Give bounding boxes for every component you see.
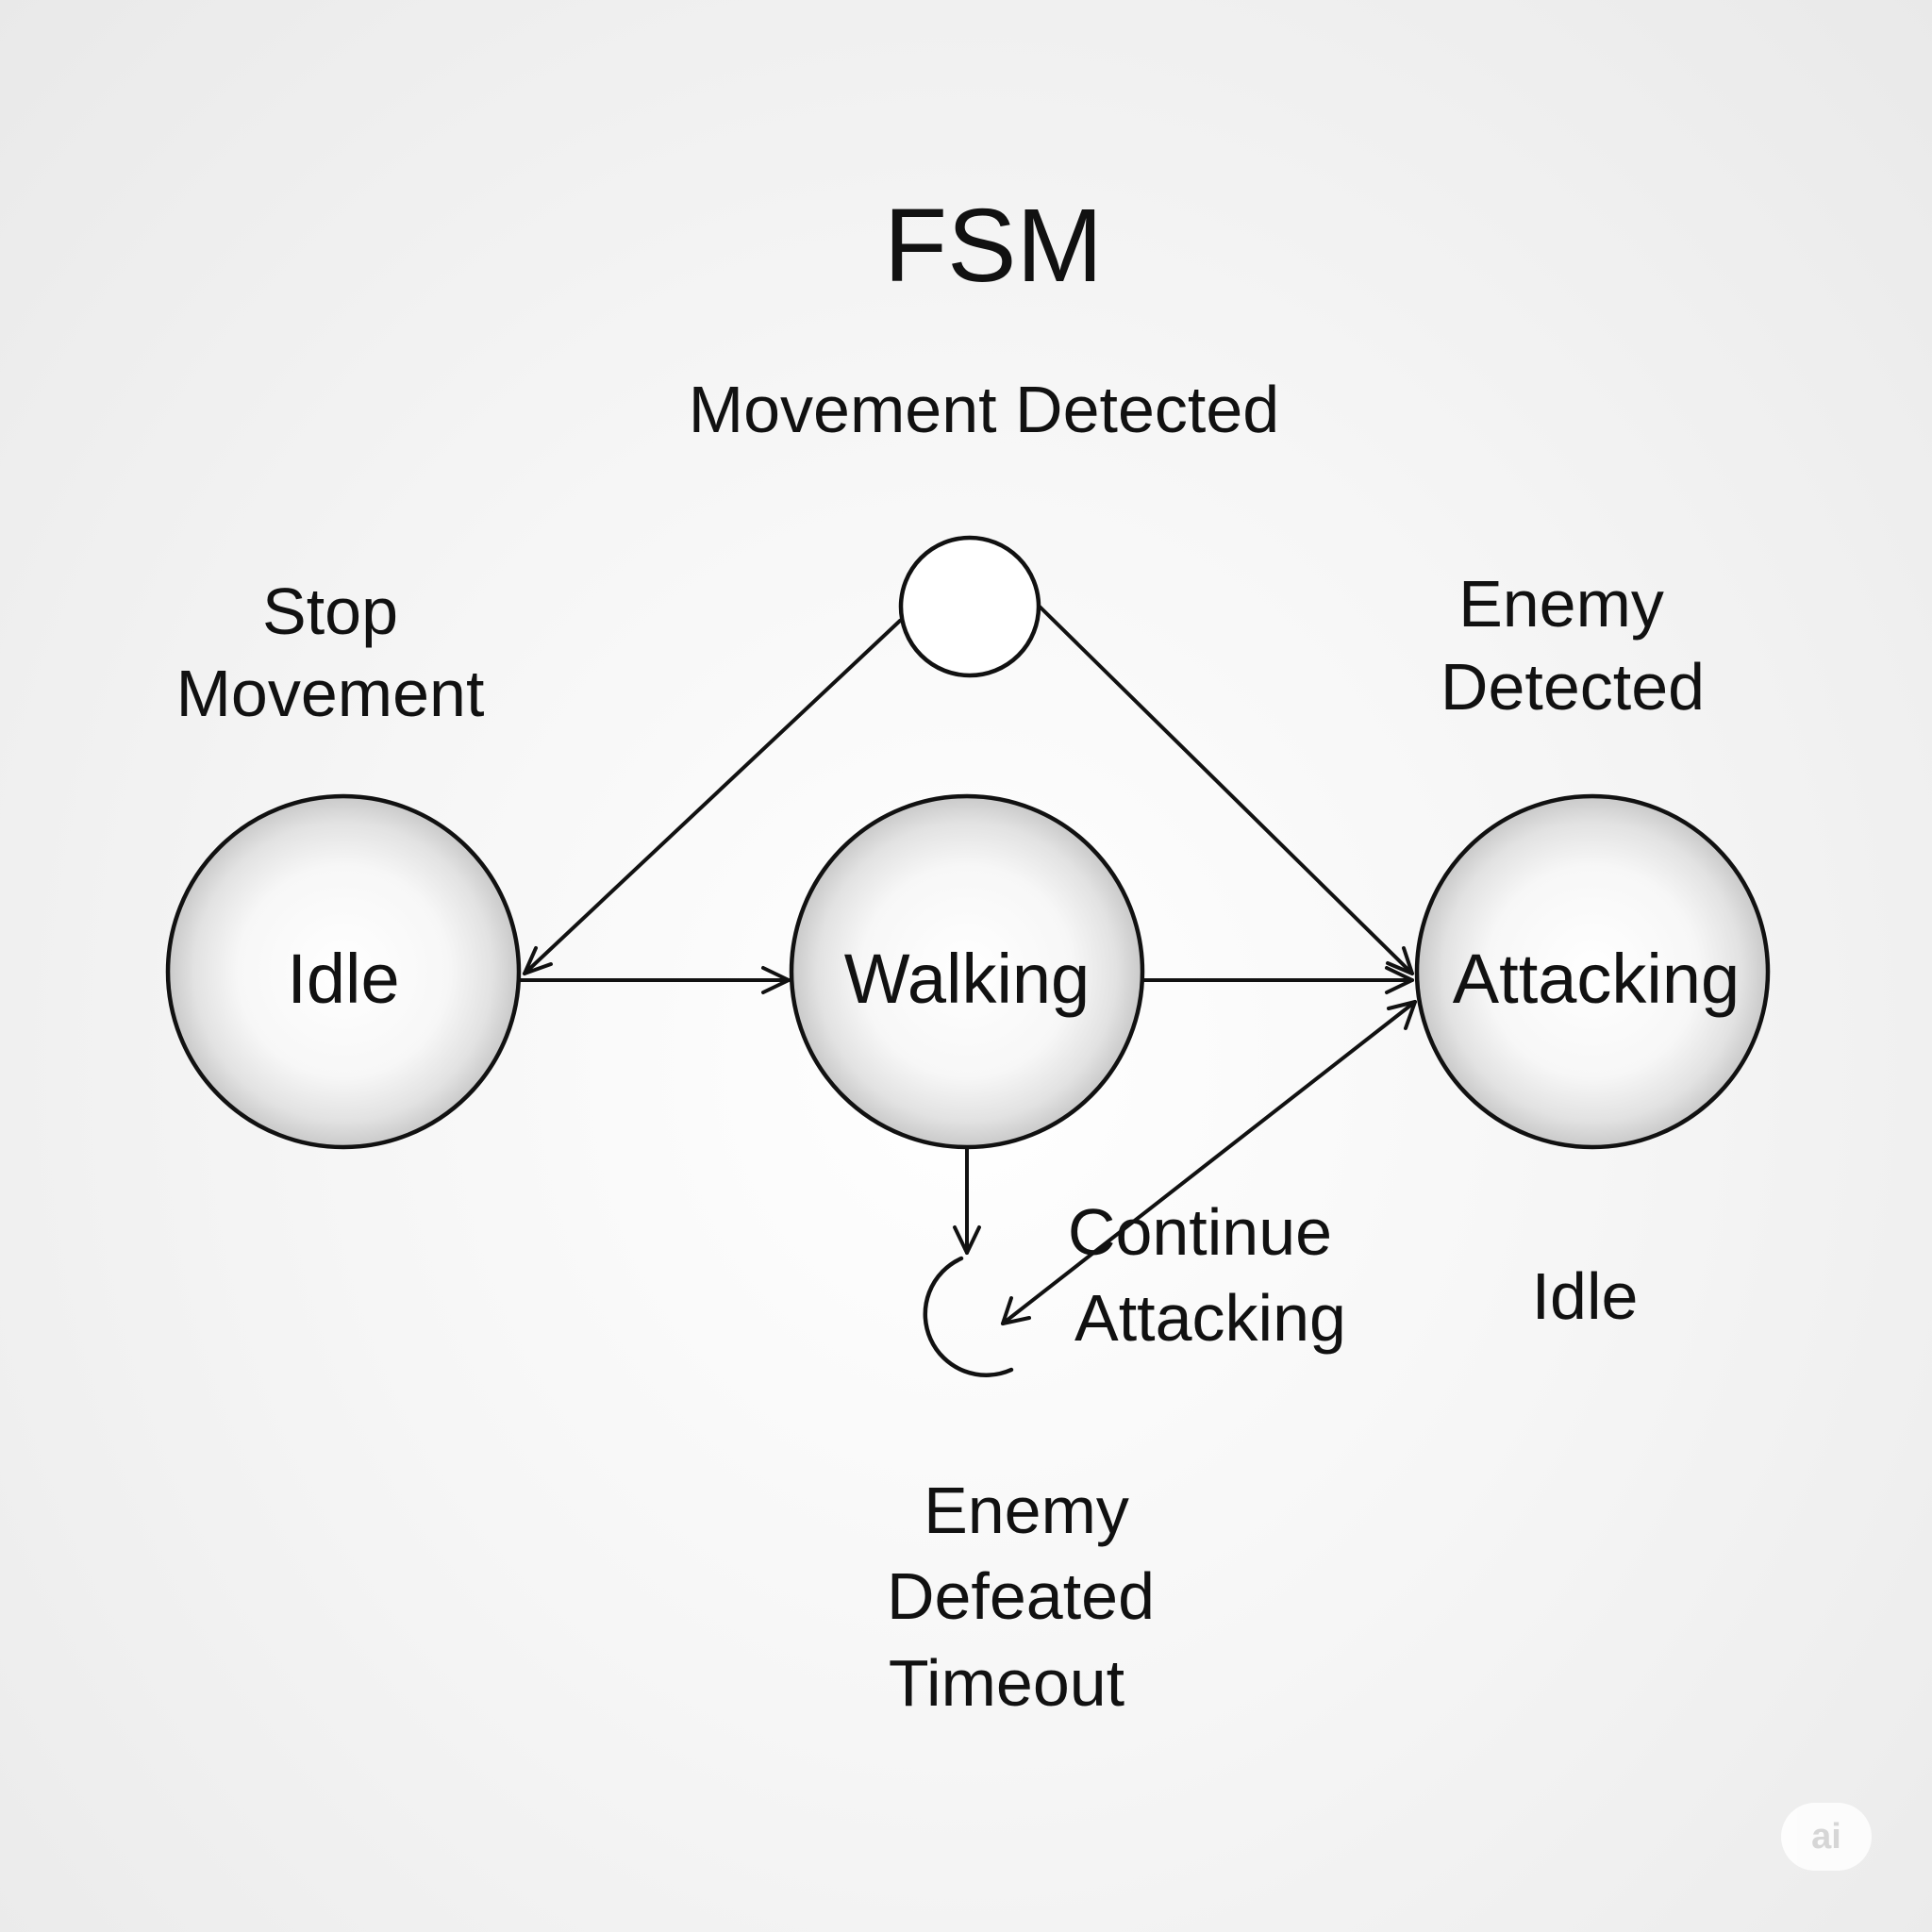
label-stop-movement-line-1: Stop — [262, 575, 398, 648]
edge-walking-to-bottom — [953, 1147, 981, 1255]
edge-idle-to-walking — [519, 966, 791, 994]
label-idle-extra: Idle — [1532, 1259, 1639, 1333]
transitions — [519, 605, 1417, 1325]
bottom-open-node — [923, 1256, 1014, 1377]
label-enemy-detected-line-2: Detected — [1441, 650, 1705, 724]
label-enemy-defeated-timeout-line-3: Timeout — [889, 1646, 1124, 1720]
state-label-walking: Walking — [844, 940, 1090, 1018]
diagram-title: FSM — [884, 188, 1103, 304]
top-node — [898, 535, 1041, 678]
ai-watermark-text: ai — [1811, 1816, 1841, 1857]
state-label-attacking: Attacking — [1453, 940, 1740, 1018]
state-idle[interactable]: Idle — [165, 793, 522, 1150]
state-walking[interactable]: Walking — [789, 793, 1145, 1150]
state-attacking[interactable]: Attacking — [1414, 793, 1771, 1150]
label-continue-attacking-line-2: Attacking — [1074, 1281, 1346, 1355]
edge-bottom-attacking-bidirectional — [1001, 1000, 1417, 1325]
label-enemy-defeated-timeout-line-1: Enemy — [924, 1474, 1129, 1547]
label-enemy-detected-line-1: Enemy — [1458, 567, 1664, 641]
edge-walking-to-attacking — [1142, 966, 1414, 994]
label-stop-movement-line-2: Movement — [176, 657, 485, 730]
edge-top-to-idle — [523, 619, 902, 975]
state-label-idle: Idle — [287, 940, 399, 1018]
edge-top-to-attacking — [1038, 605, 1414, 975]
ai-watermark-badge: ai — [1781, 1803, 1872, 1871]
label-enemy-defeated-timeout-line-2: Defeated — [887, 1559, 1155, 1633]
label-continue-attacking-line-1: Continue — [1068, 1195, 1332, 1269]
label-movement-detected: Movement Detected — [689, 373, 1279, 446]
